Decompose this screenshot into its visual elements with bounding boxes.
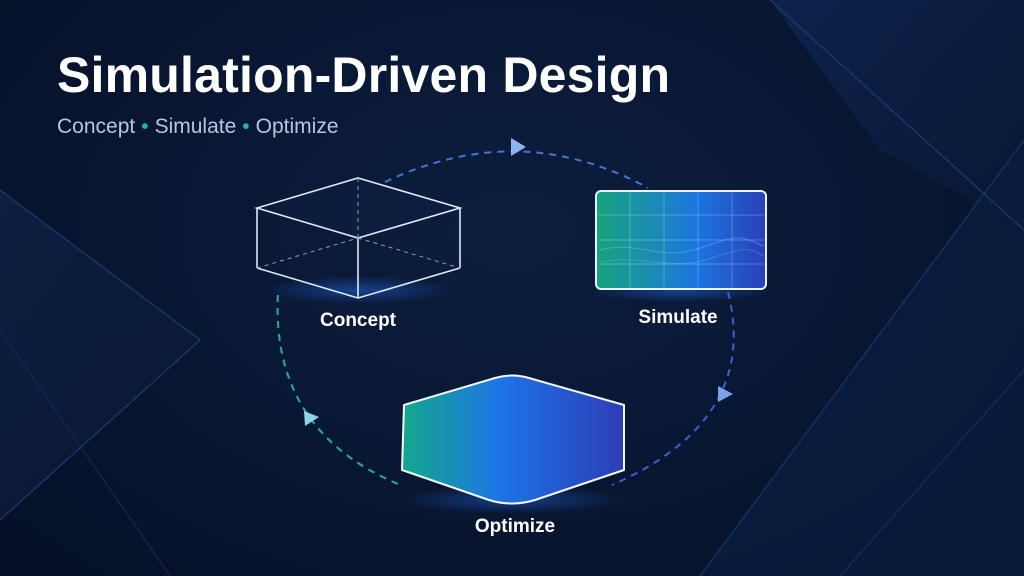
node-label-simulate: Simulate <box>638 307 718 328</box>
cycle-arrow-top-icon <box>511 138 526 156</box>
cycle-arc-right <box>611 291 735 486</box>
optimized-hexagon-icon <box>397 374 627 514</box>
cycle-arrow-right-icon <box>718 386 733 402</box>
subtitle-separator: • <box>141 115 149 138</box>
slide-subtitle: Concept•Simulate•Optimize <box>57 116 339 137</box>
subtitle-item-optimize: Optimize <box>255 115 339 138</box>
simulation-grid-icon <box>591 190 771 302</box>
cycle-arc-left <box>276 291 399 485</box>
bg-line <box>839 369 1024 576</box>
wireframe-box-icon <box>254 177 463 304</box>
bg-line <box>0 339 201 521</box>
bg-panel-left <box>0 190 200 520</box>
cycle-arc-top <box>384 150 649 189</box>
subtitle-item-concept: Concept <box>57 115 136 138</box>
node-label-concept: Concept <box>320 310 396 331</box>
node-label-optimize: Optimize <box>474 516 556 537</box>
bg-line <box>0 189 201 341</box>
bg-line <box>769 0 1024 231</box>
bg-line <box>0 329 171 576</box>
bg-line <box>699 139 1024 576</box>
subtitle-item-simulate: Simulate <box>154 115 237 138</box>
slide-title: Simulation-Driven Design <box>57 47 671 103</box>
cycle-arrow-left-icon <box>304 411 319 426</box>
subtitle-separator: • <box>242 115 250 138</box>
